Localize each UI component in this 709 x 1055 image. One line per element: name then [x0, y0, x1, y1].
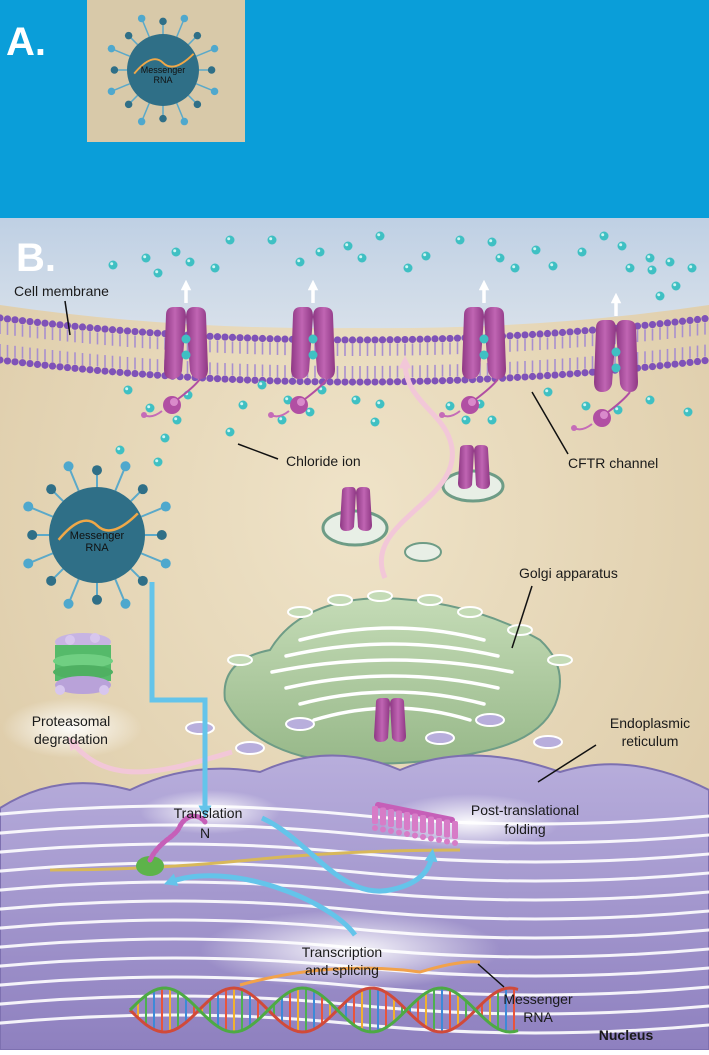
label-er-1: Endoplasmic — [610, 715, 690, 731]
label-mrna-2: RNA — [523, 1009, 553, 1025]
folded-protein — [372, 802, 458, 846]
label-transcription-2: and splicing — [305, 962, 379, 978]
label-ptf-2: folding — [504, 821, 545, 837]
label-translation: Translation — [174, 805, 243, 821]
label-cftr-channel: CFTR channel — [568, 455, 658, 471]
vesicle — [321, 487, 389, 547]
vesicle — [441, 445, 505, 503]
panel-a-letter: A. — [6, 20, 46, 64]
label-n-terminus: N — [200, 825, 210, 841]
svg-text:RNA: RNA — [153, 75, 172, 85]
proteasome — [53, 633, 113, 695]
cftr-channels — [141, 279, 638, 431]
label-proteasomal-2: degradation — [34, 731, 108, 747]
label-er-2: reticulum — [622, 733, 679, 749]
label-mrna-1: Messenger — [503, 991, 573, 1007]
label-nucleus: Nucleus — [599, 1027, 654, 1043]
panel-b-letter: B. — [16, 236, 56, 280]
label-golgi: Golgi apparatus — [519, 565, 618, 581]
label-chloride-ion: Chloride ion — [286, 453, 361, 469]
label-ptf-1: Post-translational — [471, 802, 579, 818]
label-transcription-1: Transcription — [302, 944, 382, 960]
label-proteasomal-1: Proteasomal — [32, 713, 111, 729]
svg-text:Messenger: Messenger — [70, 530, 125, 542]
label-cell-membrane: Cell membrane — [14, 283, 109, 299]
dna-helix — [128, 960, 519, 1034]
svg-text:Messenger: Messenger — [141, 65, 186, 75]
svg-text:RNA: RNA — [85, 542, 109, 554]
chloride-ions — [108, 231, 697, 467]
